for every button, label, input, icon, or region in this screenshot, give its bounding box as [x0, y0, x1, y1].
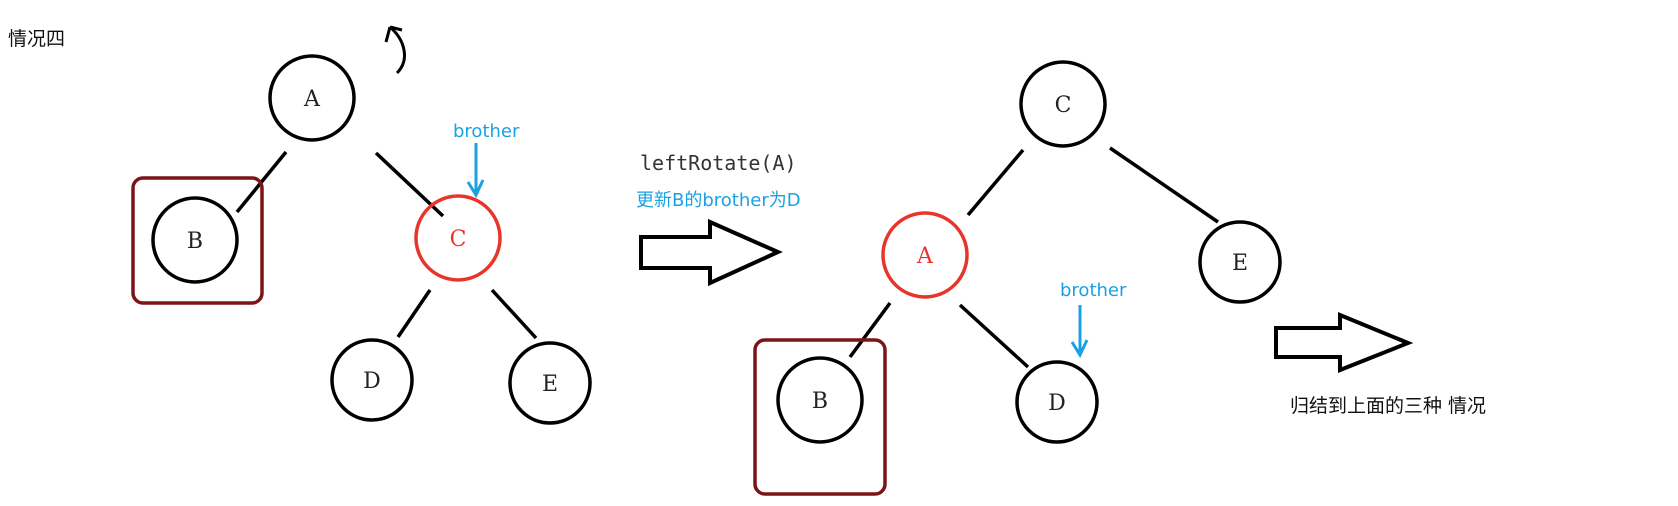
conclusion-arrow-icon: [1274, 312, 1414, 373]
edge-c-e: [490, 288, 538, 340]
edge-a-b: [848, 301, 892, 359]
tree-after: C A E B D brother: [753, 60, 1282, 496]
transition-arrow-icon: [639, 218, 783, 287]
edge-c-d: [396, 289, 432, 338]
edge-a-c: [374, 151, 445, 218]
operation-note: 更新B的brother为D: [636, 190, 801, 211]
node-a: A: [881, 211, 969, 299]
svg-text:B: B: [187, 229, 203, 254]
svg-text:D: D: [363, 369, 381, 394]
current-node-box: [131, 176, 264, 305]
case-title: 情况四: [8, 28, 65, 50]
svg-text:A: A: [916, 244, 934, 269]
node-e: E: [1198, 220, 1282, 304]
node-d: D: [1015, 360, 1099, 444]
brother-arrow-icon: [466, 143, 485, 199]
current-node-box: [753, 338, 887, 496]
svg-text:D: D: [1048, 391, 1066, 416]
brother-label: brother: [453, 121, 520, 142]
brother-label: brother: [1060, 280, 1127, 301]
rotate-arrow-icon: [384, 25, 406, 75]
svg-text:B: B: [812, 389, 828, 414]
svg-text:C: C: [450, 227, 467, 252]
svg-text:A: A: [303, 87, 321, 112]
node-e: E: [508, 341, 592, 425]
node-d: D: [330, 338, 414, 422]
edge-c-a: [966, 148, 1025, 217]
node-b: B: [151, 196, 239, 284]
node-c: C: [1019, 60, 1107, 148]
node-b: B: [776, 356, 864, 444]
node-a: A: [268, 54, 356, 142]
edge-c-e: [1109, 146, 1219, 224]
svg-text:C: C: [1055, 93, 1072, 118]
tree-before: A B C D E brother: [131, 54, 592, 425]
operation-code: leftRotate(A): [640, 151, 797, 175]
svg-text:E: E: [542, 372, 558, 397]
edge-a-d: [958, 303, 1030, 369]
brother-arrow-icon: [1070, 305, 1089, 359]
conclusion-text: 归结到上面的三种 情况: [1290, 395, 1486, 417]
svg-text:E: E: [1232, 251, 1248, 276]
node-c: C: [414, 194, 502, 282]
